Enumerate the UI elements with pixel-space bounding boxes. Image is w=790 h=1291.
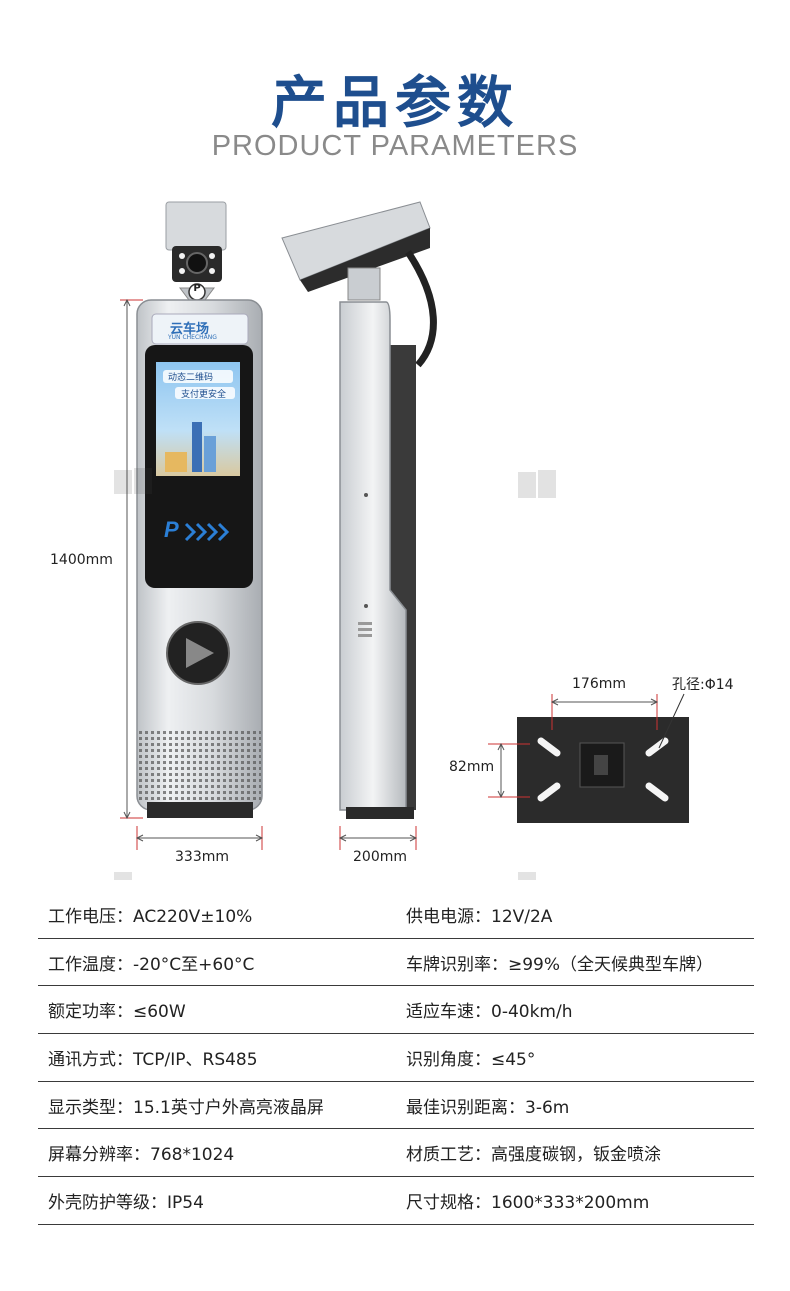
spec-row: 通讯方式：TCP/IP、RS485 识别角度：≤45°: [38, 1034, 754, 1082]
spec-row: 工作电压：AC220V±10% 供电电源：12V/2A: [38, 891, 754, 939]
svg-text:P: P: [164, 517, 179, 542]
spec-row: 额定功率：≤60W 适应车速：0-40km/h: [38, 986, 754, 1035]
spec-row: 显示类型：15.1英寸户外高亮液晶屏 最佳识别距离：3-6m: [38, 1082, 754, 1130]
front-view: P: [136, 201, 263, 818]
dim-base-depth-label: 82mm: [449, 759, 495, 775]
side-view: [281, 201, 437, 819]
spec-cell: 车牌识别率：≥99%（全天候典型车牌）: [406, 954, 714, 975]
base-view: [517, 717, 689, 823]
spec-cell: 最佳识别距离：3-6m: [406, 1097, 570, 1118]
product-illustration: P: [114, 201, 689, 896]
spec-cell: 工作温度：-20°C至+60°C: [48, 954, 255, 975]
spec-cell: 通讯方式：TCP/IP、RS485: [48, 1049, 258, 1070]
page-subtitle: PRODUCT PARAMETERS: [211, 130, 579, 162]
spec-cell: 额定功率：≤60W: [48, 1002, 186, 1023]
spec-cell: 适应车速：0-40km/h: [406, 1002, 573, 1023]
dim-hole-label: 孔径:Φ14: [672, 677, 734, 693]
dim-base-width-label: 176mm: [572, 676, 626, 692]
spec-table: 工作电压：AC220V±10% 供电电源：12V/2A 工作温度：-20°C至+…: [38, 891, 754, 1225]
spec-cell: 显示类型：15.1英寸户外高亮液晶屏: [48, 1097, 324, 1118]
dim-height-label: 1400mm: [50, 552, 113, 568]
product-figure: P: [0, 190, 790, 896]
device-brand-cn: 云车场: [170, 322, 210, 337]
dim-front-width-label: 333mm: [175, 849, 229, 865]
dim-side-depth-label: 200mm: [353, 849, 407, 865]
spec-cell: 供电电源：12V/2A: [406, 906, 553, 927]
page-title: 产品参数: [271, 71, 519, 136]
p-logo: P: [193, 283, 201, 294]
spec-cell: 材质工艺：高强度碳钢，钣金喷涂: [406, 1145, 661, 1166]
spec-row: 工作温度：-20°C至+60°C 车牌识别率：≥99%（全天候典型车牌）: [38, 939, 754, 987]
spec-cell: 尺寸规格：1600*333*200mm: [406, 1192, 650, 1213]
spec-row: 外壳防护等级：IP54 尺寸规格：1600*333*200mm: [38, 1177, 754, 1225]
spec-cell: 识别角度：≤45°: [406, 1049, 536, 1070]
spec-cell: 外壳防护等级：IP54: [48, 1192, 204, 1213]
screen-text-1: 动态二维码: [168, 373, 214, 383]
spec-cell: 工作电压：AC220V±10%: [48, 906, 253, 927]
spec-row: 屏幕分辨率：768*1024 材质工艺：高强度碳钢，钣金喷涂: [38, 1129, 754, 1178]
device-brand-en: YUN CHECHANG: [168, 334, 217, 341]
screen-text-2: 支付更安全: [181, 390, 227, 400]
spec-cell: 屏幕分辨率：768*1024: [48, 1145, 235, 1166]
